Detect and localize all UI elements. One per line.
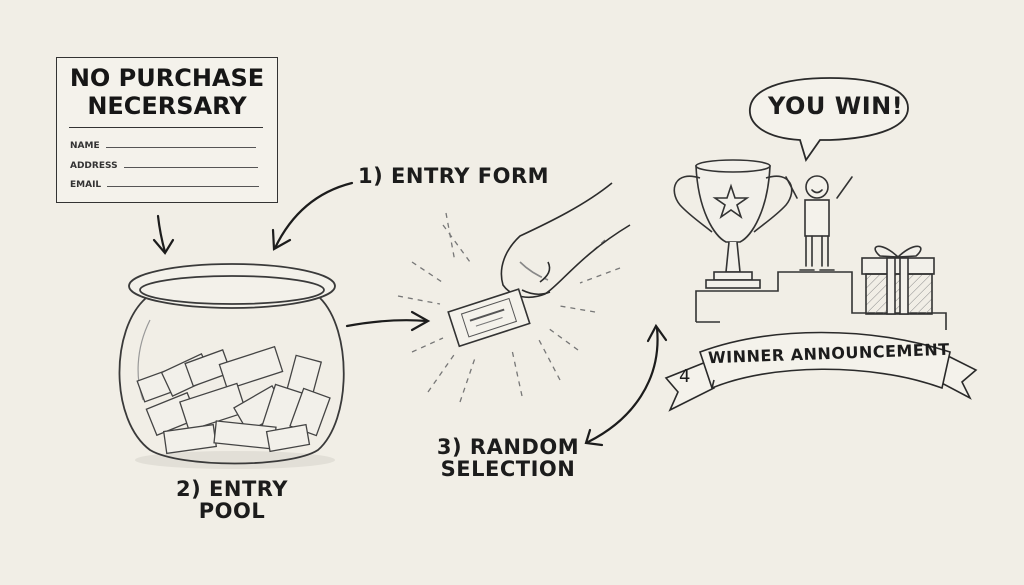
arrow-form-to-jar-icon [152, 214, 175, 255]
arrow-entryform-to-jar-icon [271, 181, 354, 251]
hand-holding-ticket-icon [447, 182, 631, 348]
step1-label: 1) ENTRY FORM [358, 164, 550, 188]
arrow-selection-to-winner-icon [584, 323, 668, 447]
step4-number: 4 [679, 366, 691, 387]
field-label: NAME [70, 141, 100, 151]
form-title-line2: NECERSARY [87, 92, 247, 120]
step2-label-line2: POOL [198, 499, 266, 524]
ticket-jar-icon [118, 263, 345, 469]
speech-bubble-icon [749, 77, 909, 163]
field-line [107, 186, 260, 187]
arrow-jar-to-selection-icon [345, 310, 431, 332]
entry-form-card: NO PURCHASE NECERSARY NAME ADDRESS EMAIL [56, 57, 278, 203]
field-label: EMAIL [70, 180, 102, 190]
form-title-line1: NO PURCHASE [69, 64, 265, 92]
step2-label: 2) ENTRY POOL [172, 478, 292, 522]
gift-box-icon [861, 245, 935, 315]
step2-label-line1: 2) ENTRY [176, 477, 288, 501]
speech-bubble-text: YOU WIN! [768, 92, 904, 120]
form-field-name: NAME [70, 141, 256, 151]
step3-label: 3) RANDOM SELECTION [428, 436, 588, 480]
field-line [123, 167, 258, 168]
step3-label-line1: 3) RANDOM [436, 435, 580, 459]
winner-figure-icon [785, 175, 853, 271]
form-field-email: EMAIL [70, 180, 260, 190]
field-line [105, 147, 256, 148]
trophy-icon [673, 159, 793, 289]
step3-label-line2: SELECTION [440, 457, 576, 482]
form-field-address: ADDRESS [70, 161, 258, 171]
burst-lines-icon [397, 212, 621, 403]
field-label: ADDRESS [70, 161, 118, 171]
form-title: NO PURCHASE NECERSARY [57, 64, 277, 120]
winner-banner-icon [664, 331, 978, 412]
form-divider [69, 127, 263, 128]
